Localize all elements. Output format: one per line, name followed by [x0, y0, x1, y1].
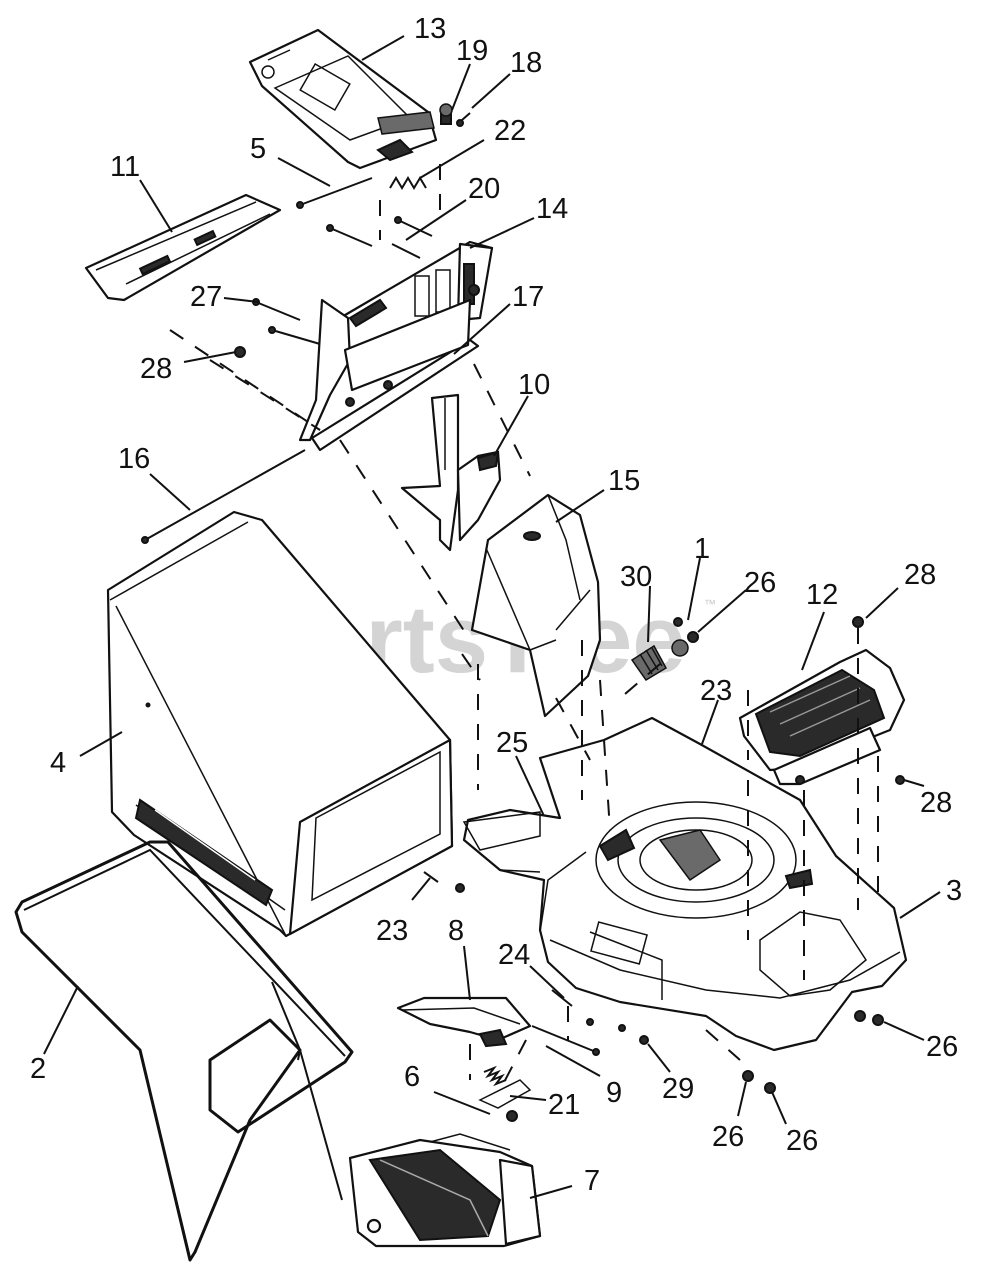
callout-12: 12: [806, 579, 838, 611]
callout-28-right: 28: [920, 787, 952, 819]
part-28-screw-right: [895, 775, 905, 785]
callout-29: 29: [662, 1073, 694, 1105]
callout-25: 25: [496, 727, 528, 759]
callout-13: 13: [414, 13, 446, 45]
callout-16: 16: [118, 443, 150, 475]
callout-17: 17: [512, 281, 544, 313]
callout-3: 3: [946, 875, 962, 907]
leader-lines: [43, 35, 941, 1199]
callout-23-bottom: 23: [376, 915, 408, 947]
part-9-rod: [531, 1025, 600, 1056]
part-13-rear-flap: [248, 28, 438, 170]
part-5-rod: [296, 177, 373, 209]
callout-6: 6: [404, 1061, 420, 1093]
part-10-latch-bracket: [400, 393, 502, 552]
callout-20: 20: [468, 173, 500, 205]
callout-1: 1: [694, 533, 710, 565]
part-15-discharge-chute: [470, 493, 602, 718]
part-6-spring: [483, 1065, 507, 1087]
part-20-screws: [326, 216, 433, 259]
callout-26-top: 26: [744, 567, 776, 599]
callout-8: 8: [448, 915, 464, 947]
part-18-clip: [456, 112, 471, 127]
part-1-bolt: [671, 617, 689, 657]
callout-19: 19: [456, 35, 488, 67]
assembly-lines: [169, 164, 879, 1091]
part-12-rear-cover: [738, 648, 906, 786]
part-2-bag-frame: [14, 840, 354, 1262]
part-17-frame-plate: [298, 298, 480, 452]
callout-28-left: 28: [140, 353, 172, 385]
callout-26-bottom-b: 26: [786, 1125, 818, 1157]
callout-7: 7: [584, 1165, 600, 1197]
callout-23-top: 23: [700, 675, 732, 707]
part-30-spring: [630, 644, 668, 682]
part-26-nut-top: [687, 631, 699, 643]
callout-21: 21: [548, 1089, 580, 1121]
part-11-top-flap: [84, 193, 282, 302]
callout-18: 18: [510, 47, 542, 79]
part-27-screw: [252, 298, 321, 345]
callout-14: 14: [536, 193, 568, 225]
part-19-pin: [439, 103, 453, 125]
part-28-screw-left: [234, 346, 246, 358]
part-4-grass-bag: [106, 510, 454, 938]
callout-30: 30: [620, 561, 652, 593]
callout-9: 9: [606, 1077, 622, 1109]
callout-labels: 13 19 18 22 5 11 20 14 27 17 28 10 16 15…: [30, 13, 962, 1197]
callout-26-bottom-a: 26: [712, 1121, 744, 1153]
callout-28-top-right: 28: [904, 559, 936, 591]
part-16-rod: [141, 449, 306, 544]
part-3-mower-deck: [462, 716, 908, 1052]
callout-4: 4: [50, 747, 66, 779]
part-14-hinge-frame: [338, 240, 494, 352]
part-23-screw-bottom: [423, 871, 465, 893]
callout-24: 24: [498, 939, 530, 971]
callout-22: 22: [494, 115, 526, 147]
callout-11: 11: [110, 151, 140, 183]
callout-27: 27: [190, 281, 222, 313]
part-24-screw: [551, 989, 573, 1007]
callout-26-right: 26: [926, 1031, 958, 1063]
part-28-screw-top-right: [852, 616, 864, 628]
part-22-spring: [389, 176, 427, 190]
callout-2: 2: [30, 1053, 46, 1085]
part-8-mulch-plug: [396, 996, 532, 1048]
part-7-side-chute: [348, 1133, 542, 1248]
callout-5: 5: [250, 133, 266, 165]
callout-15: 15: [608, 465, 640, 497]
watermark-trademark: ™: [704, 597, 716, 611]
part-26-nuts-deck: [742, 1010, 884, 1094]
part-21-bracket: [478, 1079, 532, 1122]
callout-10: 10: [518, 369, 550, 401]
part-29-screw: [639, 1035, 649, 1045]
